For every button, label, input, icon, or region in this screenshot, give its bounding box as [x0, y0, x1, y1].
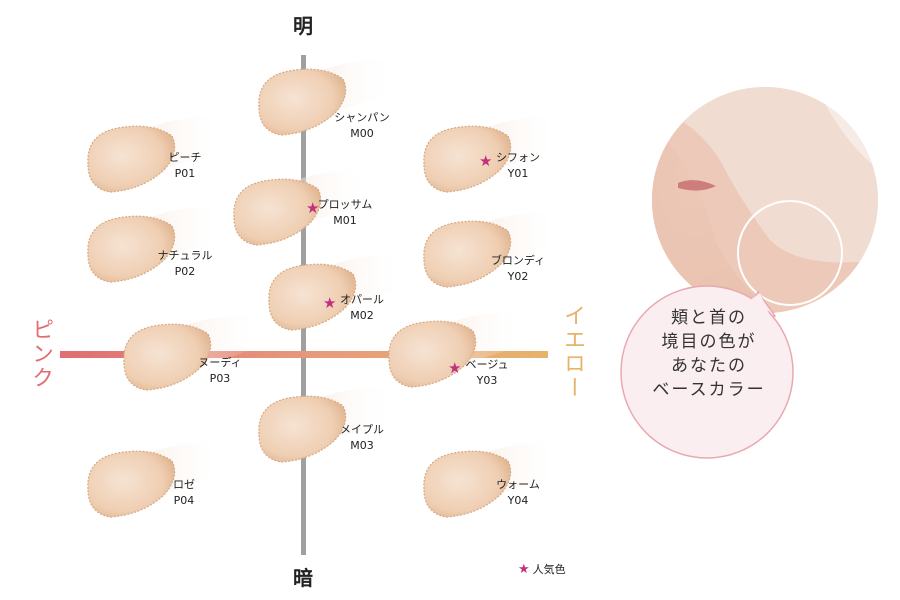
shade-label: ベージュ Y03	[465, 357, 508, 389]
shade-code: M00	[350, 127, 374, 140]
shade-code: M01	[333, 214, 357, 227]
bubble-line: あなたの	[671, 356, 747, 376]
star-icon: ★	[479, 152, 492, 170]
star-icon: ★	[323, 294, 336, 312]
shade-label: ロゼ P04	[173, 477, 195, 509]
shade-label: ピーチ P01	[169, 150, 202, 182]
star-icon: ★	[518, 562, 530, 577]
shade-label: ブロンディ Y02	[491, 253, 545, 285]
shade-label: シフォン Y01	[496, 150, 540, 182]
shade-name: シャンパン	[334, 111, 390, 124]
shade-name: ピーチ	[168, 151, 202, 164]
shade-code: P01	[174, 167, 196, 180]
powder-swatch	[87, 442, 224, 518]
bubble-line: ベースカラー	[652, 380, 766, 400]
shade-name: ヌーディ	[198, 356, 242, 369]
star-icon: ★	[306, 199, 319, 217]
speech-bubble	[620, 285, 794, 459]
powder-swatch	[123, 315, 260, 391]
shade-code: Y02	[507, 270, 529, 283]
shade-name: ベージュ	[465, 358, 509, 371]
powder-swatch	[233, 170, 370, 246]
shade-label: ウォーム Y04	[496, 477, 540, 509]
shade-label: メイプル M03	[340, 422, 384, 454]
axis-label-bright: 明	[293, 14, 313, 38]
shade-name: オパール	[340, 293, 384, 306]
powder-swatch	[87, 207, 224, 283]
shade-code: P04	[173, 494, 195, 507]
shade-label: シャンパン M00	[334, 110, 390, 142]
powder-swatch	[423, 117, 560, 193]
powder-swatch	[258, 60, 395, 136]
shade-name: ナチュラル	[157, 249, 213, 262]
shade-name: メイプル	[340, 423, 384, 436]
shade-label: プロッサム M01	[318, 197, 373, 229]
axis-label-yellow: イエロー	[560, 304, 585, 400]
shade-code: Y01	[507, 167, 529, 180]
powder-swatch	[423, 442, 560, 518]
shade-name: ブロンディ	[490, 254, 546, 267]
bubble-line: 境目の色が	[661, 332, 757, 352]
shade-code: Y04	[507, 494, 529, 507]
shade-name: ウォーム	[496, 478, 540, 491]
powder-swatch	[87, 117, 224, 193]
powder-swatch	[258, 387, 395, 463]
powder-swatch	[388, 312, 525, 388]
shade-label: オパール M02	[340, 292, 384, 324]
shade-code: Y03	[476, 374, 498, 387]
bubble-line: 頬と首の	[671, 308, 747, 328]
shade-code: P02	[174, 265, 196, 278]
face-photo	[652, 87, 878, 313]
shade-name: シフォン	[496, 151, 540, 164]
bubble-text: 頬と首の 境目の色が あなたの ベースカラー	[634, 306, 784, 402]
shade-code: P03	[209, 372, 231, 385]
axis-label-dark: 暗	[293, 566, 313, 590]
legend: ★人気色	[518, 561, 566, 577]
powder-swatch	[423, 212, 560, 288]
legend-label: 人気色	[532, 563, 566, 576]
shade-name: プロッサム	[317, 198, 373, 211]
shade-name: ロゼ	[173, 478, 195, 491]
shade-label: ヌーディ P03	[198, 355, 241, 387]
shade-label: ナチュラル P02	[158, 248, 213, 280]
horizontal-axis	[60, 351, 548, 358]
shade-code: M03	[350, 439, 374, 452]
highlight-circle	[737, 200, 843, 306]
powder-swatch	[268, 255, 405, 331]
shade-code: M02	[350, 309, 374, 322]
star-icon: ★	[448, 359, 461, 377]
axis-label-pink: ピンク	[28, 318, 53, 390]
